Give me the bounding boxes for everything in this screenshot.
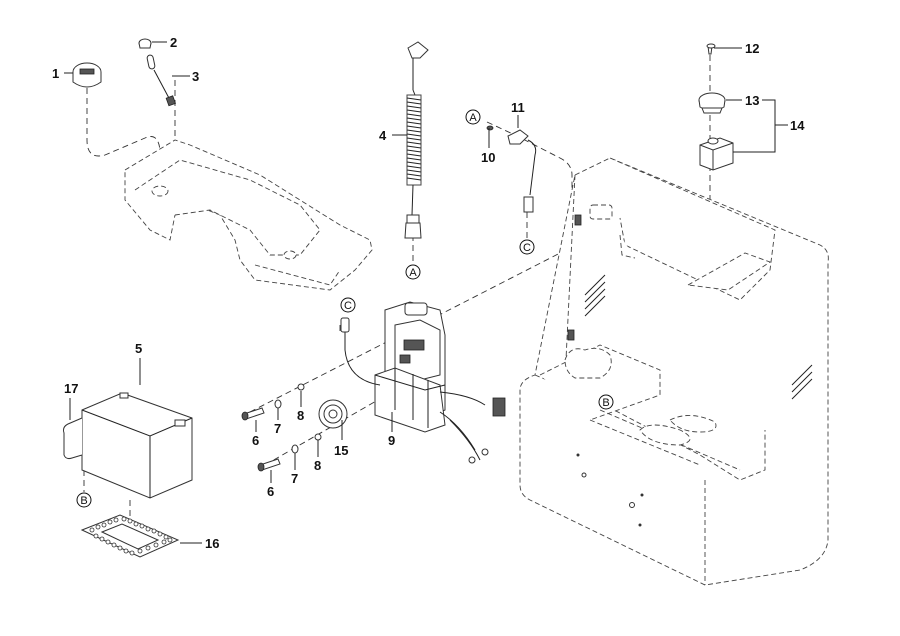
callout-17: 17 [64, 381, 78, 396]
callout-12: 12 [745, 41, 759, 56]
dashboard-cover-part[interactable] [124, 139, 373, 291]
svg-text:C: C [523, 242, 531, 254]
svg-text:A: A [409, 267, 417, 279]
callout-1: 1 [52, 66, 59, 81]
callout-6b: 6 [267, 484, 274, 499]
battery-indicator-part[interactable] [72, 62, 102, 88]
leader-lines [64, 41, 788, 544]
switch-connector-part[interactable] [486, 125, 537, 213]
callout-13: 13 [745, 93, 759, 108]
coiled-cable-part[interactable] [404, 41, 429, 239]
callout-5: 5 [135, 341, 142, 356]
cable-coil [406, 94, 422, 186]
callout-6a: 6 [252, 433, 259, 448]
callout-11: 11 [511, 100, 525, 115]
horn-part[interactable] [318, 399, 348, 429]
ref-c-charger: C [340, 297, 356, 313]
callout-8b: 8 [314, 458, 321, 473]
ref-c-switch: C [519, 239, 535, 255]
callout-labels: 1 2 3 4 5 6 6 7 7 8 8 9 10 11 12 13 14 1… [52, 35, 805, 551]
ref-a-top: A [465, 109, 481, 125]
callout-16: 16 [205, 536, 219, 551]
callout-2: 2 [170, 35, 177, 50]
callout-7b: 7 [291, 471, 298, 486]
ref-b-battery: B [76, 492, 92, 508]
fastener-set-upper[interactable] [241, 383, 305, 421]
charger-controller-part[interactable] [340, 301, 506, 464]
mat-holes [89, 516, 173, 556]
battery-part[interactable] [63, 392, 193, 499]
callout-8a: 8 [297, 408, 304, 423]
frame-vent-left [584, 274, 606, 317]
callout-9: 9 [388, 433, 395, 448]
key-switch-harness-part[interactable] [138, 38, 176, 107]
callout-3: 3 [192, 69, 199, 84]
ref-a-bottom: A [405, 264, 421, 280]
callout-15: 15 [334, 443, 348, 458]
reference-markers: A A B B C C [76, 109, 614, 508]
ref-b-frame: B [598, 394, 614, 410]
fastener-set-lower[interactable] [257, 433, 322, 472]
emergency-stop-part[interactable] [698, 43, 734, 171]
battery-mat-part[interactable] [80, 514, 180, 558]
callout-7a: 7 [274, 421, 281, 436]
frame-vent-right [791, 364, 813, 400]
svg-text:C: C [344, 300, 352, 312]
callout-10: 10 [481, 150, 495, 165]
chassis-frame-part[interactable] [519, 157, 870, 586]
callout-14: 14 [790, 118, 805, 133]
svg-text:B: B [602, 397, 609, 409]
svg-text:A: A [469, 112, 477, 124]
svg-text:B: B [80, 495, 87, 507]
callout-4: 4 [379, 128, 387, 143]
